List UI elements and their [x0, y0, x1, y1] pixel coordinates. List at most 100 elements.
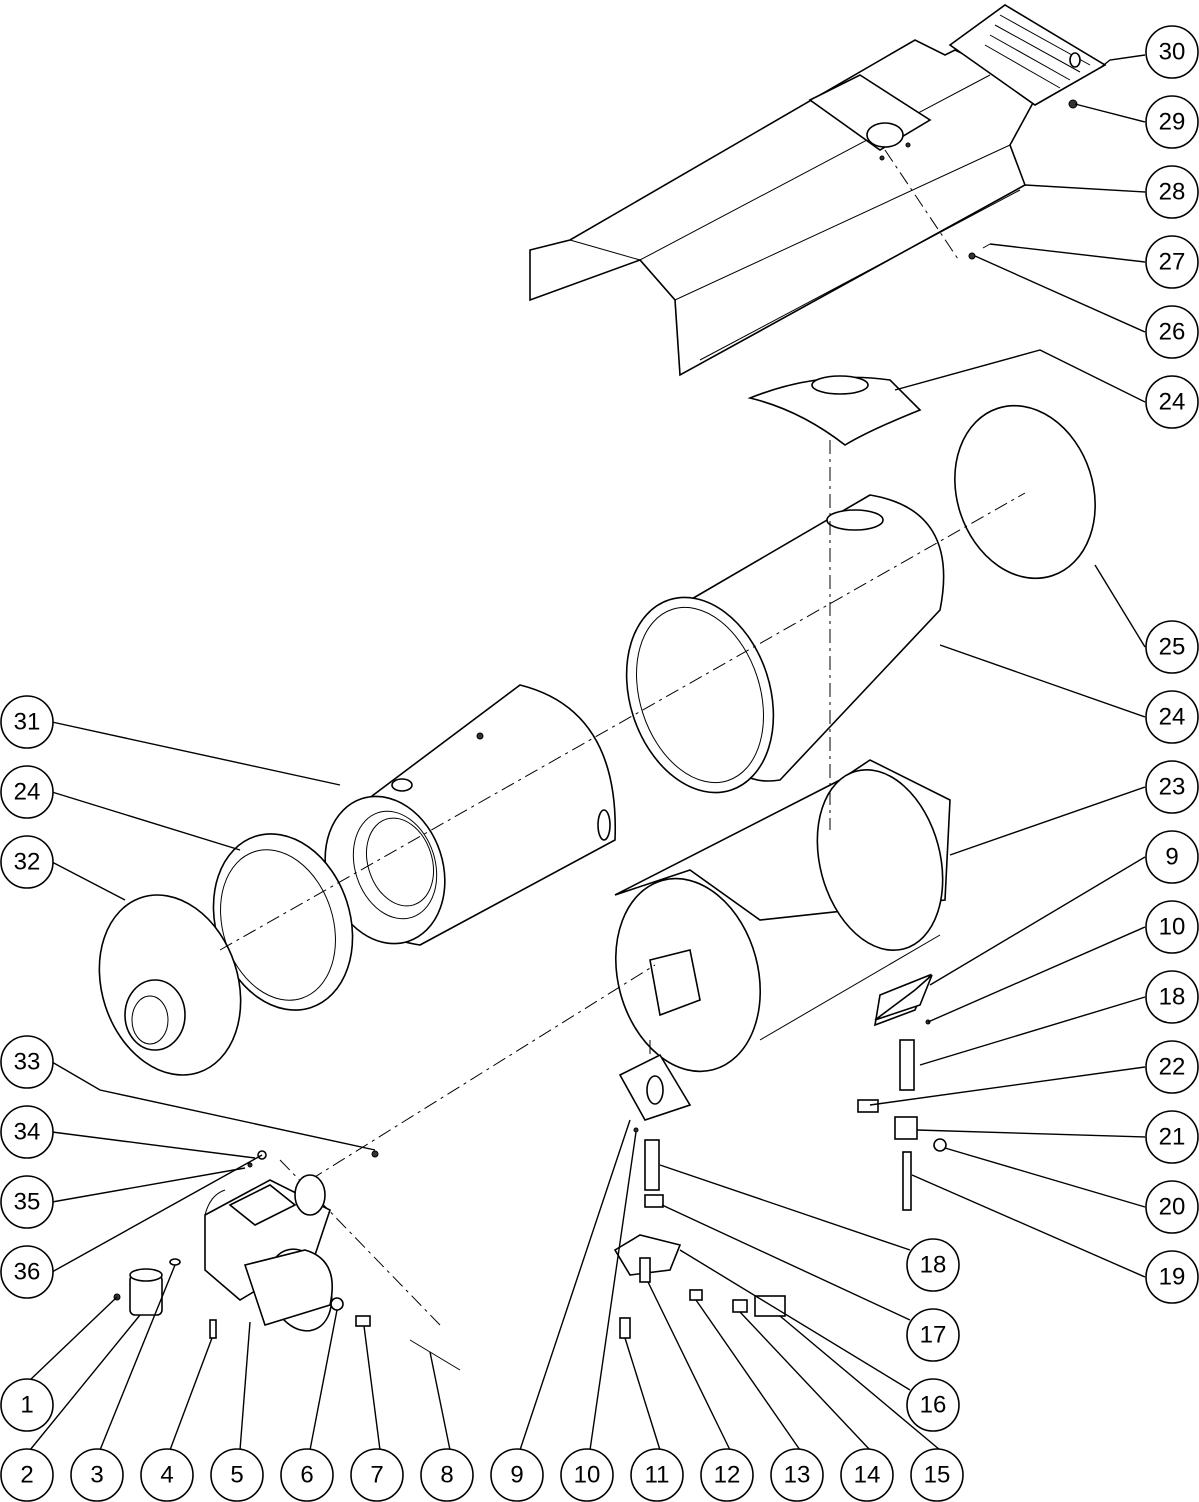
callout-17: 17: [906, 1308, 960, 1362]
svg-text:13: 13: [784, 1462, 811, 1489]
callout-6: 6: [280, 1448, 334, 1502]
callout-9: 9: [1145, 830, 1199, 884]
callout-36: 36: [0, 1245, 54, 1299]
svg-text:24: 24: [1159, 704, 1186, 731]
svg-text:28: 28: [1159, 179, 1186, 206]
svg-text:2: 2: [20, 1462, 33, 1489]
callout-28: 28: [1145, 165, 1199, 219]
callout-9: 9: [490, 1448, 544, 1502]
svg-text:5: 5: [230, 1462, 243, 1489]
svg-text:25: 25: [1159, 634, 1186, 661]
svg-text:23: 23: [1159, 774, 1186, 801]
svg-text:32: 32: [14, 849, 41, 876]
callout-21: 21: [1145, 1110, 1199, 1164]
svg-text:15: 15: [924, 1462, 951, 1489]
svg-text:12: 12: [714, 1462, 741, 1489]
svg-text:24: 24: [14, 779, 41, 806]
callout-3: 3: [70, 1448, 124, 1502]
svg-text:9: 9: [510, 1462, 523, 1489]
callout-24: 24: [0, 765, 54, 819]
svg-text:18: 18: [920, 1252, 947, 1279]
frame-chassis-part: [614, 759, 951, 1073]
mounting-bracket-part: [618, 1053, 692, 1133]
combustion-chamber-part: [324, 684, 616, 946]
svg-text:4: 4: [160, 1462, 173, 1489]
svg-text:3: 3: [90, 1462, 103, 1489]
callout-25: 25: [1145, 620, 1199, 674]
callout-34: 34: [0, 1105, 54, 1159]
svg-text:27: 27: [1159, 249, 1186, 276]
callout-5: 5: [210, 1448, 264, 1502]
svg-text:6: 6: [300, 1462, 313, 1489]
callout-31: 31: [0, 695, 54, 749]
callout-10: 10: [560, 1448, 614, 1502]
svg-text:22: 22: [1159, 1054, 1186, 1081]
callout-18: 18: [906, 1238, 960, 1292]
svg-text:20: 20: [1159, 1194, 1186, 1221]
svg-text:10: 10: [574, 1462, 601, 1489]
leader-lines: [29, 54, 1146, 1451]
svg-text:31: 31: [14, 709, 41, 736]
fuel-filter-part: [113, 1268, 163, 1316]
callout-4: 4: [140, 1448, 194, 1502]
svg-text:33: 33: [14, 1049, 41, 1076]
motor-pump-assembly-part: [204, 1174, 334, 1332]
svg-text:34: 34: [14, 1119, 41, 1146]
callout-33: 33: [0, 1035, 54, 1089]
callout-23: 23: [1145, 760, 1199, 814]
callout-1: 1: [0, 1378, 54, 1432]
tube-center-part: [644, 1139, 664, 1208]
callout-10: 10: [1145, 900, 1199, 954]
heat-shield-part: [747, 375, 922, 446]
svg-text:36: 36: [14, 1259, 41, 1286]
callout-14: 14: [840, 1448, 894, 1502]
svg-text:26: 26: [1159, 319, 1186, 346]
svg-text:7: 7: [370, 1462, 383, 1489]
valve-assembly-part: [613, 1234, 786, 1339]
callout-8: 8: [420, 1448, 474, 1502]
svg-text:17: 17: [920, 1322, 947, 1349]
callout-11: 11: [630, 1448, 684, 1502]
svg-text:1: 1: [20, 1392, 33, 1419]
svg-text:19: 19: [1159, 1264, 1186, 1291]
callout-12: 12: [700, 1448, 754, 1502]
callout-29: 29: [1145, 95, 1199, 149]
outer-shell-part: [625, 494, 945, 794]
callout-2: 2: [0, 1448, 54, 1502]
svg-text:10: 10: [1159, 914, 1186, 941]
callout-24: 24: [1145, 375, 1199, 429]
callout-15: 15: [910, 1448, 964, 1502]
svg-text:21: 21: [1159, 1124, 1186, 1151]
svg-text:24: 24: [1159, 389, 1186, 416]
callout-18: 18: [1145, 970, 1199, 1024]
rear-guard-part: [954, 404, 1096, 580]
svg-text:29: 29: [1159, 109, 1186, 136]
callout-7: 7: [350, 1448, 404, 1502]
callout-19: 19: [1145, 1250, 1199, 1304]
cover-screws-part: [884, 149, 991, 263]
callout-30: 30: [1145, 25, 1199, 79]
svg-text:30: 30: [1159, 39, 1186, 66]
svg-text:16: 16: [920, 1392, 947, 1419]
small-fittings-right: [857, 974, 947, 1211]
callout-balloons: 30 29 28 27 26 24 25 24 31 24 23 32 9 10…: [0, 25, 1199, 1502]
louver-panel-part: [948, 4, 1107, 109]
top-cover-part: [529, 39, 1042, 377]
callout-16: 16: [906, 1378, 960, 1432]
callout-35: 35: [0, 1175, 54, 1229]
callout-24: 24: [1145, 690, 1199, 744]
front-guard-part: [98, 894, 242, 1076]
callout-32: 32: [0, 835, 54, 889]
svg-text:11: 11: [645, 1462, 670, 1489]
svg-text:8: 8: [440, 1462, 453, 1489]
callout-13: 13: [770, 1448, 824, 1502]
callout-27: 27: [1145, 235, 1199, 289]
callout-20: 20: [1145, 1180, 1199, 1234]
svg-text:35: 35: [14, 1189, 41, 1216]
svg-text:9: 9: [1165, 844, 1178, 871]
svg-text:18: 18: [1159, 984, 1186, 1011]
svg-text:14: 14: [854, 1462, 881, 1489]
callout-22: 22: [1145, 1040, 1199, 1094]
callout-26: 26: [1145, 305, 1199, 359]
